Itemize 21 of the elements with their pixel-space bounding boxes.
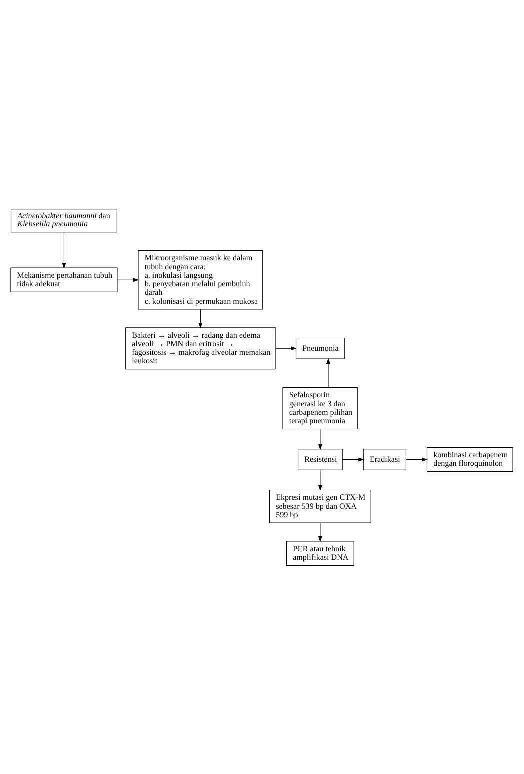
- node-box: PCR atau tehnik amplifikasi DNA: [286, 540, 354, 566]
- node-box: Bakteri → alveoli → radang dan edema alveoli → PMN dan eritrosit → fagositosis → makrofag alveolar memakan leukosit: [126, 327, 276, 370]
- node-box: Acinetobakter baumanni dan Klebseilla pneumonia: [10, 208, 118, 232]
- node-box: Sefalosporin generasi ke 3 dan carbapenem pilihan terapi pneumonia: [282, 387, 358, 430]
- arrow: [318, 428, 322, 450]
- arrow: [275, 346, 297, 350]
- arrow: [342, 457, 364, 462]
- arrow: [406, 457, 428, 462]
- node-box: kombinasi carbapenem dengan floroquinolon: [426, 446, 514, 472]
- arrow: [318, 522, 322, 542]
- node-box: Ekpresi mutasi gen CTX-M sebesar 539 bp dan OXA 599 bp: [269, 489, 372, 523]
- arrow: [198, 308, 203, 328]
- arrow: [62, 232, 66, 268]
- node-box: Pneumonia: [296, 337, 345, 359]
- arrow: [117, 278, 140, 282]
- arrow: [318, 469, 322, 491]
- node-box: Mikroorganisme masuk ke dalam tubuh dengan cara: a. inokulasi langsung b. penyebaran melalui pembuluh darah c. kolonisasi di permukaan mukosa: [138, 250, 264, 310]
- node-box: Mekanisme pertahanan tubuh tidak adekuat: [10, 267, 118, 292]
- node-box: Resistensi: [298, 448, 343, 470]
- node-box: Eradikasi: [363, 448, 407, 470]
- arrow: [326, 358, 331, 388]
